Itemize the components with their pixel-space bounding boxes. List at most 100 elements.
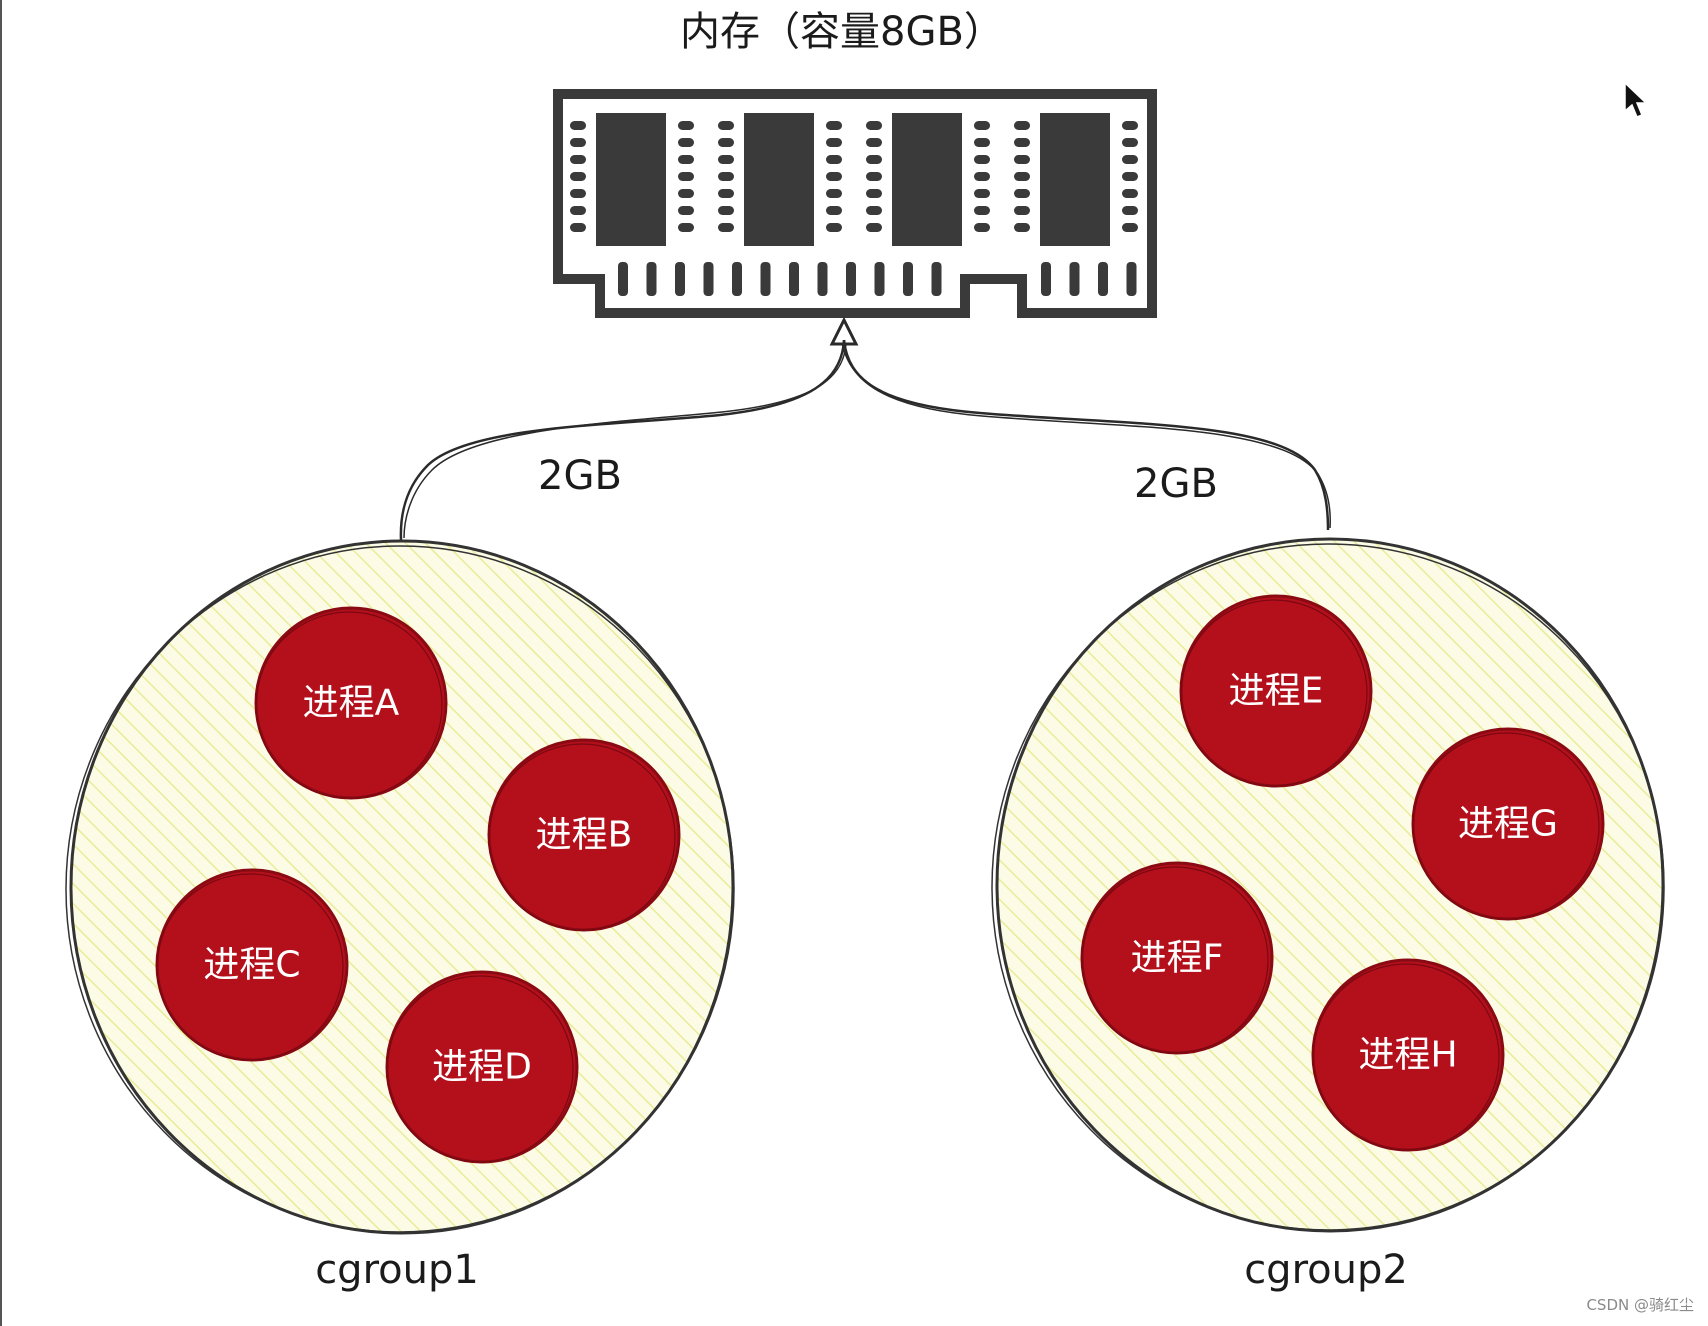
- link-cgroup1: [399, 339, 846, 541]
- process-c-label: 进程C: [203, 945, 300, 986]
- ram-contact-dot: [1014, 172, 1030, 181]
- link-cgroup2: [842, 339, 1330, 531]
- ram-pin: [732, 262, 742, 296]
- ram-contact-dot: [718, 138, 734, 147]
- ram-chip-4: [1040, 113, 1110, 246]
- process-h: 进程H: [1311, 958, 1505, 1152]
- ram-contact-dot: [570, 155, 586, 164]
- ram-contact-dot: [570, 172, 586, 181]
- ram-contact-dot: [570, 223, 586, 232]
- ram-pin: [874, 262, 885, 296]
- memory-links: [399, 339, 1331, 541]
- ram-contact-dot: [826, 138, 842, 147]
- ram-contact-dot: [1122, 155, 1138, 164]
- mouse-cursor-icon: [1624, 81, 1648, 118]
- ram-contact-dot: [1122, 121, 1138, 130]
- ram-pin: [1069, 262, 1080, 296]
- watermark: CSDN @骑红尘: [1586, 1296, 1694, 1314]
- ram-contact-dot: [1014, 223, 1030, 232]
- ram-contact-dot: [1014, 206, 1030, 215]
- ram-contact-dot: [570, 189, 586, 198]
- process-g-label: 进程G: [1458, 804, 1558, 845]
- process-d: 进程D: [385, 970, 579, 1164]
- cgroup2-label: cgroup2: [1244, 1247, 1408, 1293]
- ram-contact-dot: [678, 172, 694, 181]
- ram-contact-dot: [1014, 121, 1030, 130]
- ram-contact-dot: [866, 172, 882, 181]
- ram-contact-dot: [1122, 138, 1138, 147]
- ram-contact-dot: [866, 121, 882, 130]
- link-label-left: 2GB: [538, 453, 622, 499]
- ram-contact-dot: [826, 121, 842, 130]
- ram-contact-dot: [866, 189, 882, 198]
- ram-pin: [618, 262, 628, 296]
- ram-pin: [903, 262, 913, 296]
- process-f-label: 进程F: [1131, 938, 1224, 979]
- ram-contact-dot: [866, 223, 882, 232]
- ram-contact-dot: [826, 155, 842, 164]
- ram-contact-dot: [1122, 172, 1138, 181]
- ram-contact-dot: [570, 206, 586, 215]
- ram-contact-dot: [718, 206, 734, 215]
- ram-contact-dot: [678, 155, 694, 164]
- process-a-label: 进程A: [303, 683, 400, 724]
- ram-contact-dot: [718, 172, 734, 181]
- cgroup1-label: cgroup1: [315, 1247, 479, 1293]
- ram-contact-dot: [974, 223, 990, 232]
- ram-contact-dot: [570, 121, 586, 130]
- process-b: 进程B: [487, 738, 681, 932]
- ram-contact-dot: [826, 206, 842, 215]
- ram-pin: [1126, 262, 1137, 296]
- ram-contact-dot: [974, 189, 990, 198]
- process-f: 进程F: [1080, 861, 1274, 1055]
- ram-contact-dot: [1122, 206, 1138, 215]
- process-e: 进程E: [1179, 594, 1373, 788]
- ram-contact-dot: [678, 121, 694, 130]
- ram-contact-dot: [826, 223, 842, 232]
- ram-contact-dot: [718, 189, 734, 198]
- ram-chip-2: [744, 113, 814, 246]
- process-b-label: 进程B: [536, 815, 633, 856]
- ram-pin: [703, 262, 714, 296]
- ram-pin: [789, 262, 799, 296]
- ram-pin: [931, 262, 942, 296]
- ram-pin: [817, 262, 828, 296]
- ram-contact-dot: [866, 155, 882, 164]
- ram-contact-dot: [974, 172, 990, 181]
- ram-contact-dot: [718, 121, 734, 130]
- process-c: 进程C: [155, 868, 349, 1062]
- ram-pin: [846, 262, 856, 296]
- memory-title: 内存（容量8GB）: [680, 9, 1004, 55]
- ram-contact-dot: [678, 189, 694, 198]
- ram-contact-dot: [718, 155, 734, 164]
- ram-pin: [1041, 262, 1051, 296]
- ram-contact-dot: [974, 138, 990, 147]
- ram-contact-dot: [1014, 155, 1030, 164]
- ram-contact-dot: [826, 189, 842, 198]
- ram-chip-3: [892, 113, 962, 246]
- process-h-label: 进程H: [1358, 1035, 1457, 1076]
- process-e-label: 进程E: [1229, 671, 1324, 712]
- ram-module-icon: [553, 89, 1157, 318]
- ram-pin: [675, 262, 685, 296]
- ram-contact-dot: [678, 223, 694, 232]
- ram-contact-dot: [570, 138, 586, 147]
- ram-contact-dot: [974, 121, 990, 130]
- ram-pin: [646, 262, 657, 296]
- ram-contact-dot: [866, 206, 882, 215]
- ram-contact-dot: [974, 155, 990, 164]
- ram-pin: [760, 262, 771, 296]
- ram-contact-dot: [974, 206, 990, 215]
- ram-contact-dot: [718, 223, 734, 232]
- link-label-right: 2GB: [1134, 461, 1218, 507]
- ram-contact-dot: [1014, 189, 1030, 198]
- ram-contact-dot: [678, 206, 694, 215]
- process-g: 进程G: [1411, 727, 1605, 921]
- ram-contact-dot: [678, 138, 694, 147]
- ram-contact-dot: [1122, 189, 1138, 198]
- process-a: 进程A: [254, 606, 448, 800]
- ram-chip-1: [596, 113, 666, 246]
- ram-contact-dot: [866, 138, 882, 147]
- ram-contact-dot: [826, 172, 842, 181]
